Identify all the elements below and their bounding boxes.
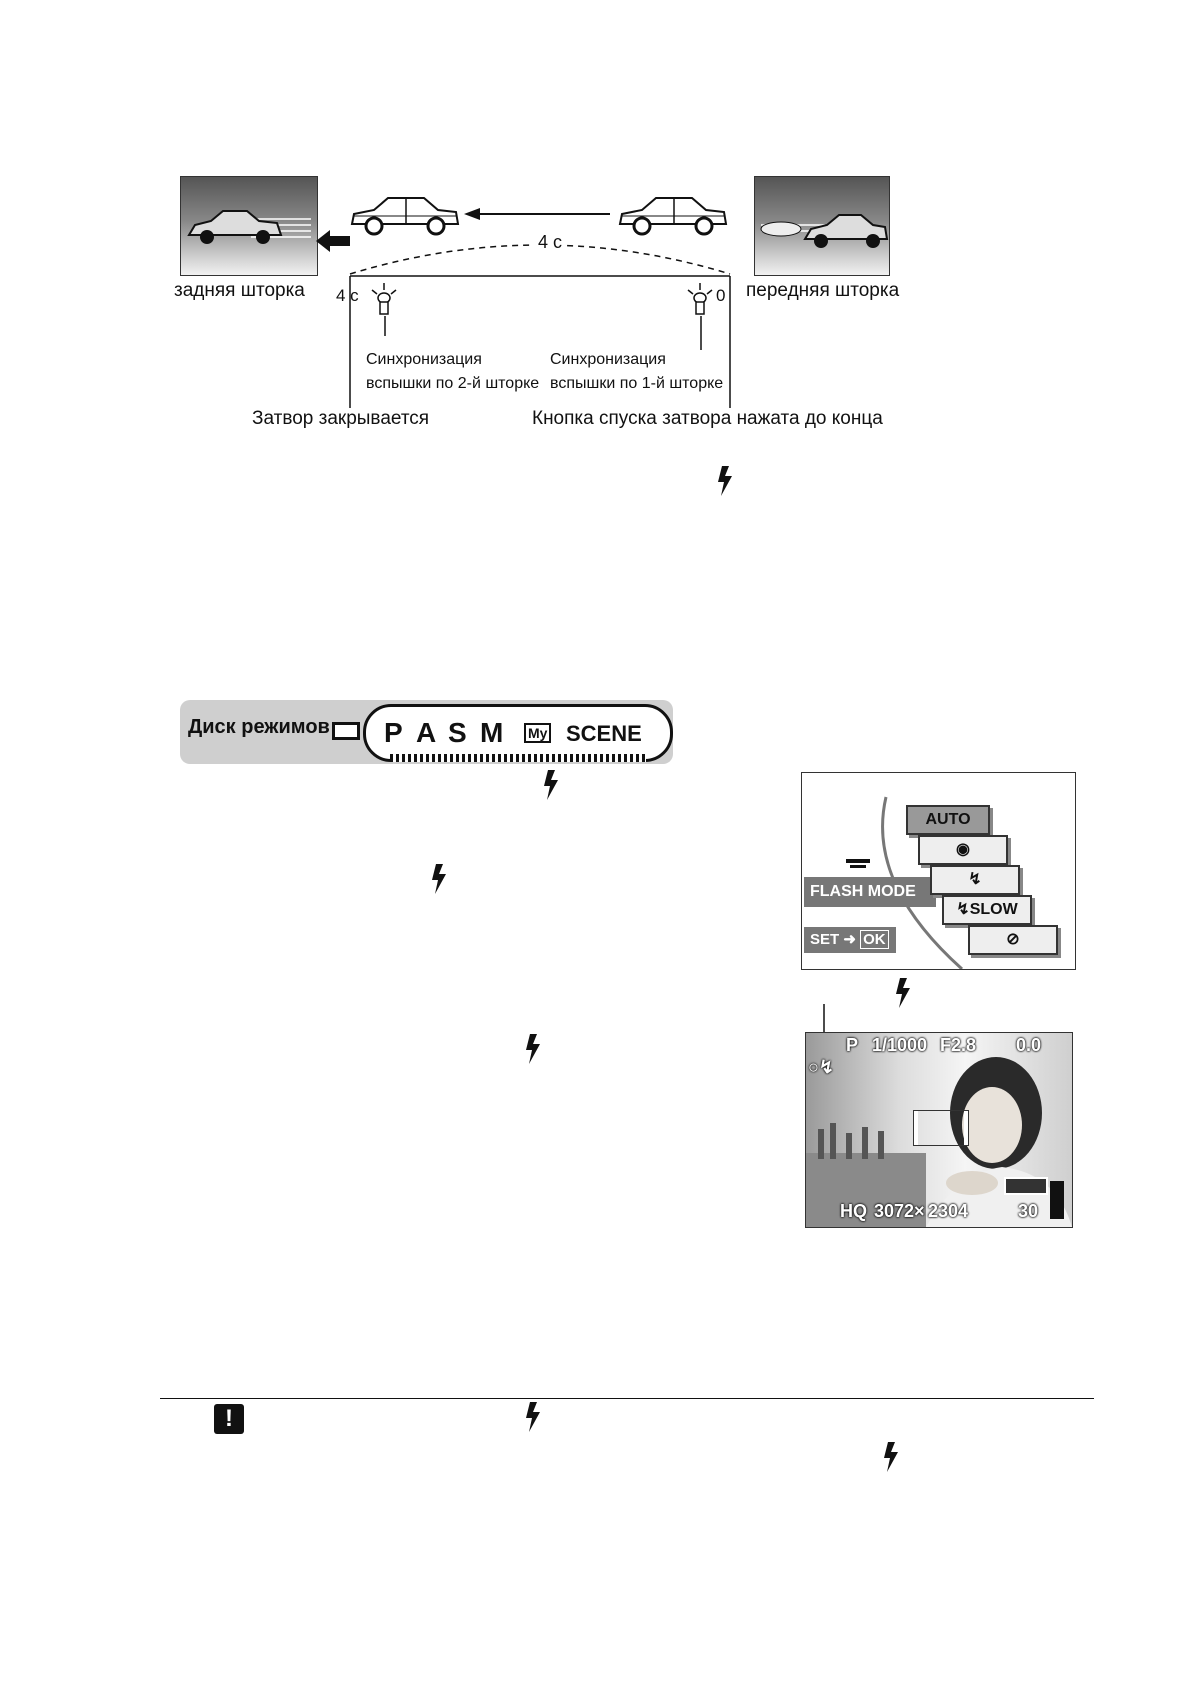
- mode-p: P: [384, 717, 403, 748]
- flash-icon: [884, 1442, 898, 1472]
- mode-m: M: [480, 717, 504, 748]
- mode-a: A: [416, 717, 437, 748]
- osd-resolution-sep: ×: [914, 1201, 925, 1221]
- mode-scene: SCENE: [566, 721, 642, 746]
- eye-icon: ◉: [956, 841, 970, 858]
- flash-icon: [526, 1034, 540, 1064]
- time-start-label: 4 с: [336, 286, 359, 305]
- arrow-right-icon: ➜: [843, 931, 856, 948]
- osd-count: 30: [1018, 1201, 1039, 1221]
- flash-icon: [896, 978, 910, 1008]
- front-curtain-label: передняя шторка: [746, 280, 900, 301]
- osd-aperture: F2.8: [940, 1035, 977, 1055]
- osd-quality: HQ: [840, 1201, 867, 1221]
- flash-icon: [432, 864, 446, 894]
- arrow-left-icon: [316, 230, 350, 252]
- motion-car-left-icon: [187, 210, 311, 244]
- osd-shutter: 1/1000: [872, 1035, 928, 1055]
- flash-option-redeye[interactable]: ◉: [918, 835, 1008, 865]
- time-end-label: 0: [716, 286, 726, 305]
- portrait-photo: [806, 1057, 1072, 1227]
- flash-icon: ↯: [956, 901, 970, 918]
- osd-resolution-h: 2304: [928, 1201, 969, 1221]
- second-curtain-sync-label: Синхронизация вспышки по 2-й шторке: [366, 351, 540, 392]
- timeline-graphic: [349, 244, 731, 408]
- motion-car-right-icon: [760, 214, 889, 248]
- flash-option-slow[interactable]: ↯SLOW: [942, 895, 1032, 925]
- flash-icon: ↯: [968, 871, 982, 888]
- battery-bar: [1050, 1181, 1064, 1219]
- first-curtain-sync-label: Синхронизация вспышки по 1-й шторке: [550, 351, 724, 392]
- flash-mode-menu: FLASH MODE SET ➜ OK AUTO ◉ ↯ ↯SLOW ⊘: [801, 772, 1076, 970]
- duration-label: 4 с: [534, 232, 567, 253]
- viewfinder-preview: P 1/1000 F2.8 0.0 ○↯ HQ 3072 × 2304 30: [805, 1032, 1073, 1228]
- flash-icon: [544, 770, 558, 800]
- front-curtain-photo: [754, 176, 890, 276]
- slow-label: SLOW: [969, 901, 1018, 918]
- ok-label: OK: [860, 930, 889, 949]
- mode-my: My: [524, 723, 552, 743]
- shutter-closes-label: Затвор закрывается: [252, 408, 430, 429]
- flash-mode-title: FLASH MODE: [804, 877, 936, 907]
- mode-dial-label: Диск режимов: [188, 716, 330, 738]
- dial-teeth: [390, 754, 646, 762]
- mode-s: S: [448, 717, 467, 748]
- motion-arrow-icon: [464, 208, 610, 220]
- flash-bulb-first-icon: [687, 283, 713, 315]
- flash-bulb-second-icon: [371, 283, 397, 315]
- mode-dial: P A S M My SCENE: [363, 704, 673, 762]
- flash-ready-icon: ○↯: [808, 1057, 834, 1077]
- flash-icon: [526, 1402, 540, 1432]
- flash-off-icon: ⊘: [1006, 931, 1020, 948]
- rear-curtain-label: задняя шторка: [174, 280, 305, 301]
- flash-option-fill[interactable]: ↯: [930, 865, 1020, 895]
- flash-option-auto[interactable]: AUTO: [906, 805, 990, 835]
- section-divider: [160, 1398, 1094, 1399]
- osd-mode: P: [846, 1035, 859, 1055]
- af-target-bracket: [913, 1110, 969, 1146]
- flash-option-off[interactable]: ⊘: [968, 925, 1058, 955]
- flash-icon: [718, 466, 732, 496]
- car-start-position-icon: [618, 197, 728, 236]
- mode-dial-bar: Диск режимов P A S M My SCENE: [180, 700, 673, 764]
- shutter-pressed-label: Кнопка спуска затвора нажата до конца: [532, 408, 883, 429]
- set-label: SET: [810, 931, 840, 948]
- car-end-position-icon: [350, 197, 460, 236]
- metering-icon: [1004, 1177, 1048, 1195]
- rear-curtain-photo: [180, 176, 318, 276]
- osd-exposure: 0.0: [1016, 1035, 1042, 1055]
- flash-mode-small-icon: [846, 859, 870, 868]
- osd-resolution-w: 3072: [874, 1201, 915, 1221]
- set-ok-hint: SET ➜ OK: [804, 927, 896, 953]
- warning-icon: !: [214, 1404, 244, 1434]
- indicator-rect-icon: [332, 722, 360, 740]
